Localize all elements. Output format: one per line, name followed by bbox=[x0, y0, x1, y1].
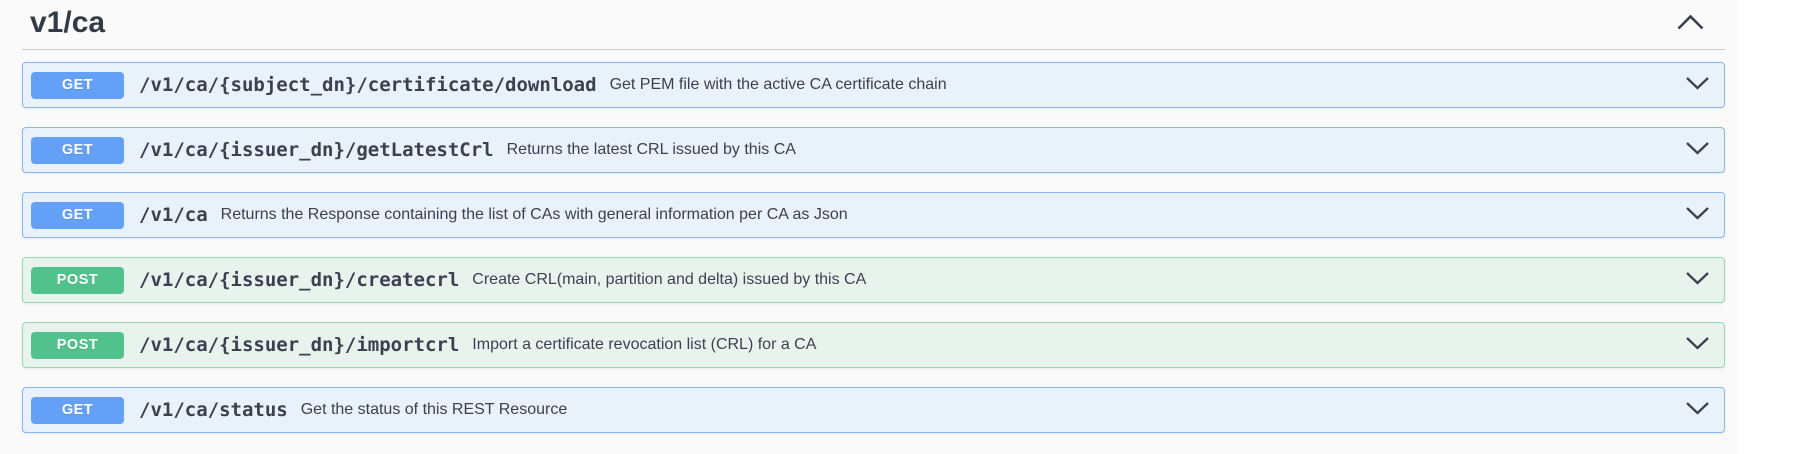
section-title: v1/ca bbox=[30, 5, 106, 39]
chevron-down-icon[interactable] bbox=[1685, 271, 1710, 290]
method-badge: POST bbox=[31, 331, 124, 359]
endpoint-path: /v1/ca/{issuer_dn}/createcrl bbox=[139, 269, 460, 291]
endpoint-description: Returns the latest CRL issued by this CA bbox=[506, 141, 796, 158]
operations-list: GET /v1/ca/{subject_dn}/certificate/down… bbox=[22, 50, 1725, 433]
endpoint-path: /v1/ca/{subject_dn}/certificate/download bbox=[139, 74, 597, 96]
operation-row-get-certificate-download[interactable]: GET /v1/ca/{subject_dn}/certificate/down… bbox=[22, 62, 1725, 108]
operation-row-post-createcrl[interactable]: POST /v1/ca/{issuer_dn}/createcrl Create… bbox=[22, 257, 1725, 303]
endpoint-description: Returns the Response containing the list… bbox=[220, 206, 848, 223]
chevron-down-icon[interactable] bbox=[1685, 401, 1710, 420]
method-badge: GET bbox=[31, 201, 124, 229]
operation-row-get-ca-list[interactable]: GET /v1/ca Returns the Response containi… bbox=[22, 192, 1725, 238]
chevron-down-icon[interactable] bbox=[1685, 141, 1710, 160]
operation-row-get-status[interactable]: GET /v1/ca/status Get the status of this… bbox=[22, 387, 1725, 433]
method-badge: POST bbox=[31, 266, 124, 294]
operation-row-get-latest-crl[interactable]: GET /v1/ca/{issuer_dn}/getLatestCrl Retu… bbox=[22, 127, 1725, 173]
method-badge: GET bbox=[31, 136, 124, 164]
endpoint-description: Import a certificate revocation list (CR… bbox=[472, 336, 817, 353]
section-header-v1-ca[interactable]: v1/ca bbox=[22, 0, 1725, 50]
endpoint-path: /v1/ca/{issuer_dn}/getLatestCrl bbox=[139, 139, 494, 161]
method-badge: GET bbox=[31, 396, 124, 424]
endpoint-description: Get the status of this REST Resource bbox=[300, 401, 568, 418]
chevron-down-icon[interactable] bbox=[1685, 76, 1710, 95]
page-right-gutter bbox=[1737, 0, 1816, 454]
chevron-down-icon[interactable] bbox=[1685, 206, 1710, 225]
chevron-down-icon[interactable] bbox=[1685, 336, 1710, 355]
endpoint-description: Get PEM file with the active CA certific… bbox=[609, 76, 947, 93]
chevron-up-icon[interactable] bbox=[1676, 14, 1705, 31]
operation-row-post-importcrl[interactable]: POST /v1/ca/{issuer_dn}/importcrl Import… bbox=[22, 322, 1725, 368]
method-badge: GET bbox=[31, 71, 124, 99]
endpoint-path: /v1/ca/{issuer_dn}/importcrl bbox=[139, 334, 460, 356]
endpoint-path: /v1/ca/status bbox=[139, 399, 288, 421]
endpoint-description: Create CRL(main, partition and delta) is… bbox=[472, 271, 867, 288]
endpoint-path: /v1/ca bbox=[139, 204, 208, 226]
tag-section: v1/ca GET /v1/ca/{subject_dn}/certificat… bbox=[22, 0, 1725, 452]
